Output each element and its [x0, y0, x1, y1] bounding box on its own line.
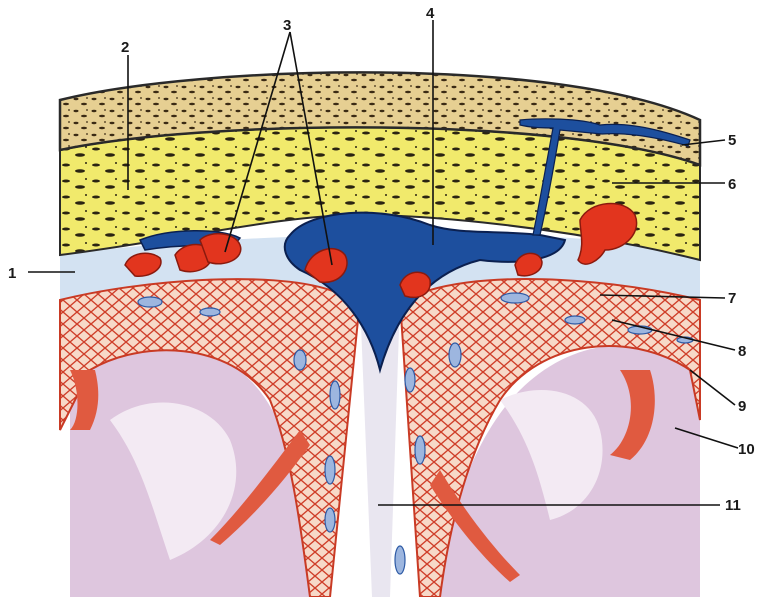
label-4: 4 — [426, 5, 435, 22]
label-8: 8 — [738, 343, 746, 360]
label-5: 5 — [728, 132, 736, 149]
label-11: 11 — [725, 497, 741, 514]
label-9: 9 — [738, 398, 746, 415]
label-1: 1 — [8, 265, 16, 282]
label-2: 2 — [121, 39, 129, 56]
label-7: 7 — [728, 290, 736, 307]
label-3: 3 — [283, 17, 291, 34]
label-6: 6 — [728, 176, 736, 193]
label-10: 10 — [738, 441, 755, 458]
